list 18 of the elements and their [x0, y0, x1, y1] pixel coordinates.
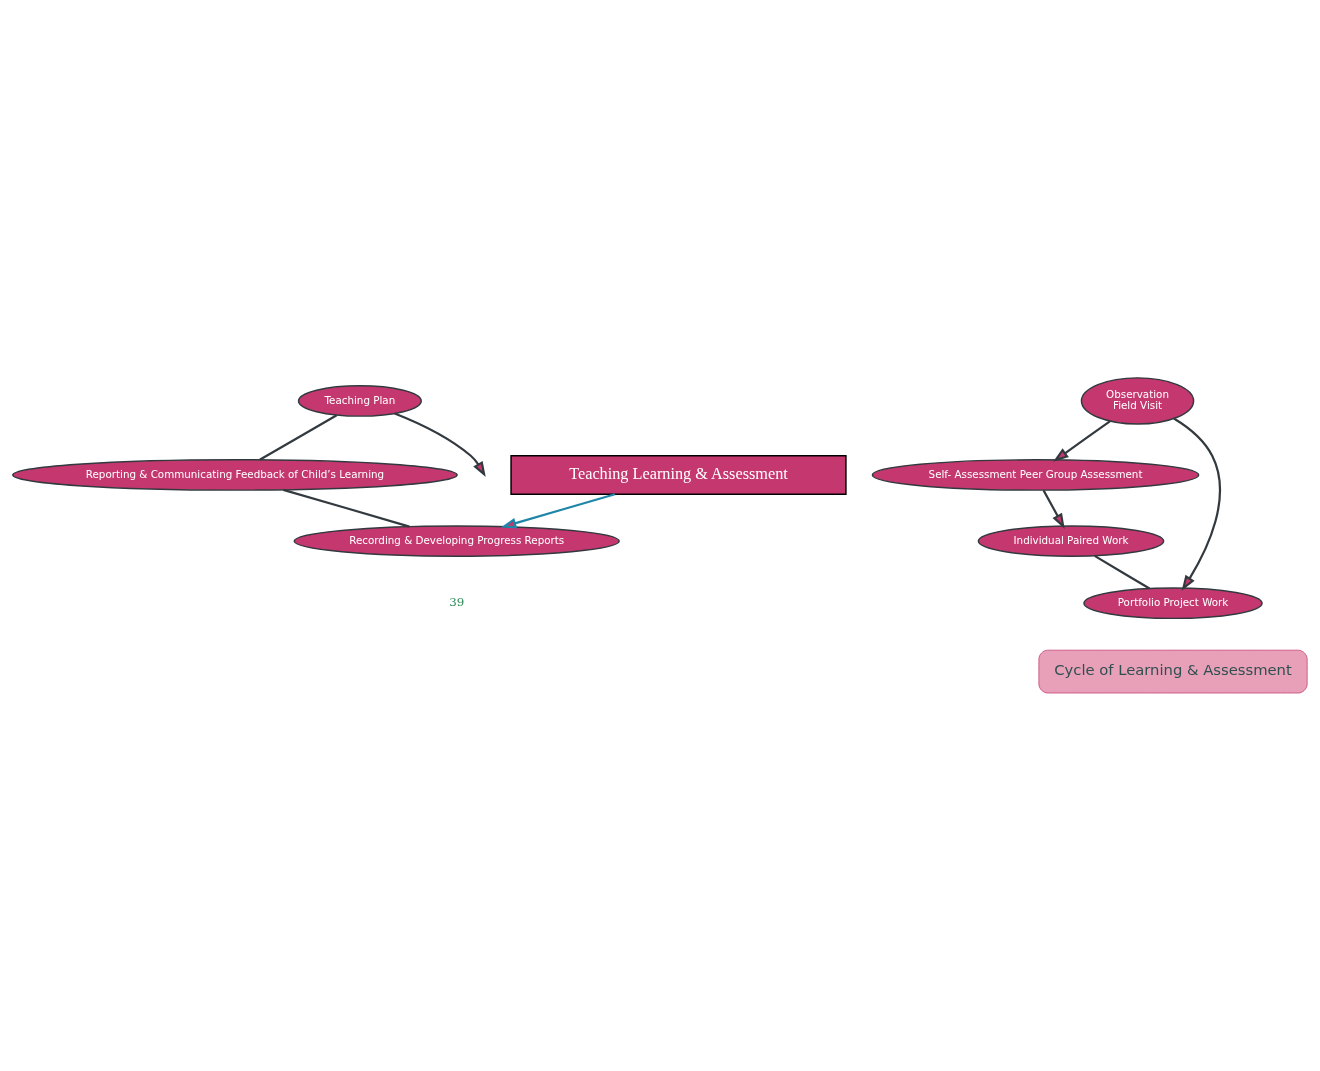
connector [259, 414, 338, 461]
connector [1094, 554, 1151, 590]
connector [283, 488, 410, 528]
arrow [500, 493, 616, 529]
node-ellipse: Teaching Plan [297, 385, 422, 417]
arrow [1053, 420, 1111, 462]
node-ellipse: Recording & Developing Progress Reports [293, 525, 620, 557]
node-box: Cycle of Learning & Assessment [1038, 649, 1308, 694]
node-ellipse: Individual Paired Work [977, 525, 1165, 557]
arrow [1042, 489, 1065, 529]
node-box: Teaching Learning & Assessment [510, 455, 847, 495]
arrow [1173, 417, 1221, 591]
node-ellipse: Portfolio Project Work [1083, 587, 1263, 620]
node-ellipse: Observation Field Visit [1080, 377, 1195, 425]
node-ellipse: Self- Assessment Peer Group Assessment [871, 459, 1200, 491]
arrow [394, 412, 486, 478]
label: 39 [449, 595, 465, 610]
node-ellipse: Reporting & Communicating Feedback of Child’s Learning [12, 459, 458, 491]
